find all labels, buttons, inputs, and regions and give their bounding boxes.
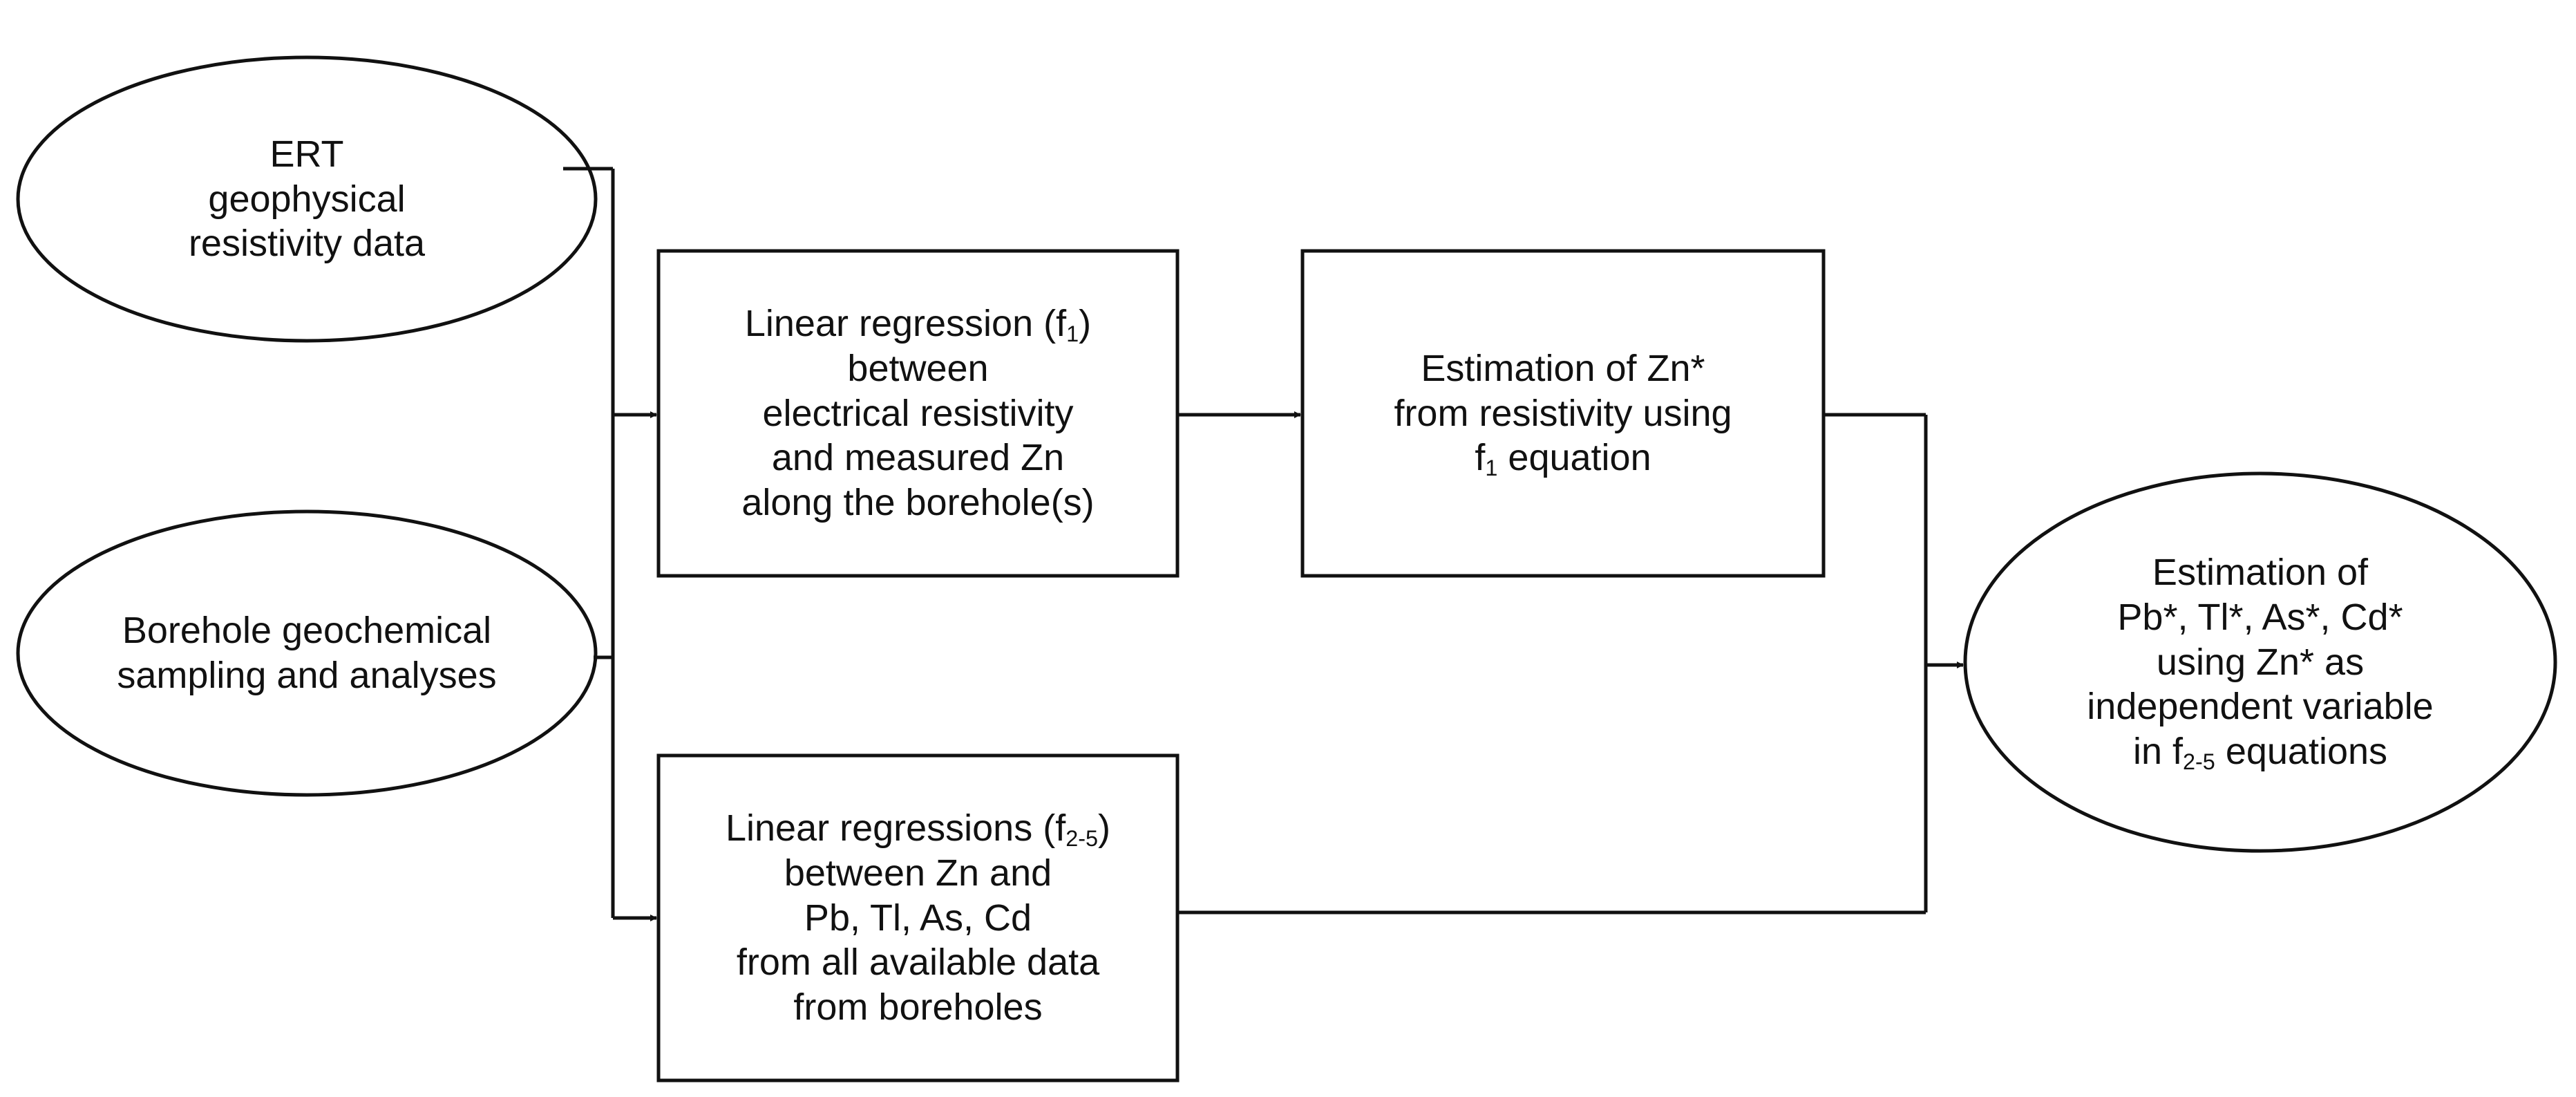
ert-line-2: geophysical bbox=[208, 178, 406, 220]
linreg2-line-4: from all available data bbox=[736, 941, 1100, 984]
estimation-zn-line-3-sub: 1 bbox=[1485, 456, 1498, 481]
linreg1-line-4: and measured Zn bbox=[771, 437, 1065, 479]
linreg1-box bbox=[656, 249, 1180, 578]
linreg1-line-1-text: Linear regression (f bbox=[744, 303, 1067, 344]
linreg2-node-label: Linear regressions (f2-5) between Zn and… bbox=[659, 756, 1177, 1080]
linreg2-line-2: between Zn and bbox=[784, 852, 1052, 894]
linreg1-line-1: Linear regression (f1) bbox=[745, 301, 1091, 346]
linreg1-line-3: electrical resistivity bbox=[762, 392, 1074, 434]
estimation-metals-line-5-sub: 2-5 bbox=[2183, 749, 2215, 775]
estimation-metals-line-5-tail: equations bbox=[2215, 731, 2388, 773]
linreg1-line-5: along the borehole(s) bbox=[741, 482, 1095, 524]
estimation-zn-line-3: f1 equation bbox=[1475, 435, 1651, 480]
estimation-metals-line-2: Pb*, Tl*, As*, Cd* bbox=[2117, 596, 2403, 638]
estimation-metals-line-5-text: in f bbox=[2132, 731, 2183, 773]
estimation-zn-line-1: Estimation of Zn* bbox=[1421, 347, 1705, 389]
linreg2-box bbox=[656, 753, 1180, 1082]
linreg1-line-2: between bbox=[847, 347, 989, 389]
linreg2-line-1-tail: ) bbox=[1098, 807, 1111, 849]
estimation-metals-line-1: Estimation of bbox=[2152, 552, 2369, 593]
linreg1-line-1-tail: ) bbox=[1079, 303, 1092, 344]
estimation-zn-line-3-tail: equation bbox=[1497, 437, 1651, 479]
ert-line-3: resistivity data bbox=[188, 223, 426, 265]
estimation-metals-line-5: in f2-5 equations bbox=[2133, 729, 2387, 774]
linreg1-line-1-sub: 1 bbox=[1066, 321, 1079, 347]
linreg2-line-1-sub: 2-5 bbox=[1066, 826, 1099, 852]
linreg1-node-label: Linear regression (f1) between electrica… bbox=[659, 251, 1177, 576]
ert-ellipse bbox=[16, 55, 598, 343]
estimation-zn-node-label: Estimation of Zn* from resistivity using… bbox=[1303, 251, 1824, 576]
estimation-metals-ellipse bbox=[1963, 471, 2557, 853]
borehole-ellipse bbox=[16, 509, 598, 797]
ert-node-label: ERT geophysical resistivity data bbox=[18, 57, 596, 341]
linreg2-line-3: Pb, Tl, As, Cd bbox=[804, 897, 1032, 939]
estimation-zn-line-2: from resistivity using bbox=[1394, 392, 1732, 434]
estimation-metals-line-4: independent variable bbox=[2087, 686, 2434, 728]
borehole-node-label: Borehole geochemical sampling and analys… bbox=[18, 512, 596, 795]
estimation-metals-line-3: using Zn* as bbox=[2156, 641, 2365, 683]
ert-line-1: ERT bbox=[269, 133, 344, 175]
linreg2-line-5: from boreholes bbox=[793, 986, 1043, 1029]
borehole-line-1: Borehole geochemical bbox=[122, 610, 492, 652]
estimation-zn-line-3-text: f bbox=[1475, 437, 1486, 479]
linreg2-line-1: Linear regressions (f2-5) bbox=[726, 806, 1110, 851]
linreg2-line-1-text: Linear regressions (f bbox=[725, 807, 1066, 849]
estimation-metals-node-label: Estimation of Pb*, Tl*, As*, Cd* using Z… bbox=[1965, 474, 2555, 851]
borehole-line-2: sampling and analyses bbox=[117, 655, 497, 696]
